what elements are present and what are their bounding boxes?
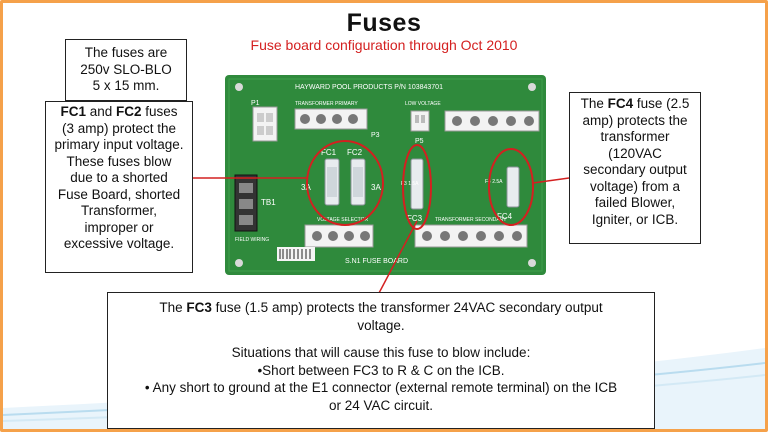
- fc1-fc2-line8: improper or: [84, 219, 154, 235]
- fc1-fc2-line5: due to a shorted: [70, 170, 168, 185]
- fc3-highlight-circle: [402, 144, 432, 230]
- board-p5: P5: [415, 138, 424, 145]
- fc-fuses: fuses: [141, 104, 178, 119]
- callout-lines: [193, 177, 570, 294]
- board-low-voltage: LOW VOLTAGE: [405, 101, 441, 107]
- fc3-line5: • Any short to ground at the E1 connecto…: [144, 380, 618, 395]
- fc4-line5: secondary output: [583, 162, 687, 177]
- board-3a-right: 3A: [371, 183, 381, 192]
- board-f4-rating: F4 2.5A: [485, 179, 503, 185]
- board-fc4: FC4: [497, 212, 513, 221]
- fc4-post: fuse (2.5: [633, 96, 690, 111]
- fc1-fc2-line6: Fuse Board, shorted: [57, 186, 181, 202]
- fc4-line6: voltage) from a: [589, 178, 681, 194]
- fc1-fc2-highlight-circle: [306, 140, 384, 226]
- fc4-line1: The FC4 fuse (2.5: [570, 96, 700, 113]
- board-voltage-selector: VOLTAGE SELECTOR: [317, 217, 369, 223]
- fc2-label: FC2: [116, 104, 142, 119]
- fc4-line4: (120VAC: [608, 145, 662, 161]
- board-name: S.N1 FUSE BOARD: [345, 258, 408, 265]
- board-transformer-primary: TRANSFORMER PRIMARY: [295, 101, 358, 107]
- fc4-line7: failed Blower,: [594, 195, 676, 210]
- fuse-board-image: HAYWARD POOL PRODUCTS P/N 103843701 TRAN…: [225, 75, 546, 275]
- fc4-line8: Igniter, or ICB.: [591, 211, 679, 227]
- fc1-fc2-line1: FC1 and FC2 fuses: [46, 104, 192, 121]
- fc4-pre: The: [580, 96, 608, 111]
- fc4-box: The FC4 fuse (2.5 amp) protects the tran…: [569, 92, 701, 244]
- board-f3-rating: F3 1.5A: [401, 181, 419, 187]
- board-field-wiring: FIELD WIRING: [235, 237, 269, 243]
- fc4-label: FC4: [607, 96, 634, 111]
- slide-subtitle: Fuse board configuration through Oct 201…: [250, 37, 518, 53]
- board-fc1: FC1: [321, 148, 337, 157]
- fc3-line4: •Short between FC3 to R & C on the ICB.: [257, 362, 505, 378]
- board-fc3: FC3: [407, 214, 423, 223]
- fc3-pre: The: [159, 300, 187, 315]
- fuse-spec-line3: 5 x 15 mm.: [92, 78, 160, 93]
- fc3-line1: The FC3 fuse (1.5 amp) protects the tran…: [108, 299, 654, 317]
- fuse-spec-line2: 250v SLO-BLO: [80, 61, 172, 77]
- fc1-label: FC1: [60, 104, 86, 119]
- fc1-fc2-box: FC1 and FC2 fuses (3 amp) protect the pr…: [45, 101, 193, 273]
- board-tb1: TB1: [261, 198, 276, 207]
- fuse-spec-box: The fuses are 250v SLO-BLO 5 x 15 mm.: [65, 39, 187, 101]
- fc3-line2: voltage.: [357, 317, 405, 333]
- fc1-fc2-line9: excessive voltage.: [63, 236, 175, 251]
- fuse-spec-line1: The fuses are: [84, 45, 168, 60]
- fc1-fc2-line2: (3 amp) protect the: [61, 120, 177, 136]
- fc1-fc2-line4: These fuses blow: [66, 153, 172, 169]
- board-p1: P1: [251, 100, 260, 107]
- fc3-box: The FC3 fuse (1.5 amp) protects the tran…: [107, 292, 655, 429]
- fc3-line3: Situations that will cause this fuse to …: [231, 345, 531, 360]
- fc3-label: FC3: [186, 300, 212, 315]
- board-fc2: FC2: [347, 148, 363, 157]
- fc4-line2: amp) protects the: [582, 112, 688, 128]
- fc3-line6: or 24 VAC circuit.: [328, 397, 434, 413]
- fc1-fc2-line7: Transformer,: [80, 203, 158, 218]
- fc4-line3: transformer: [600, 129, 670, 144]
- fc1-fc2-line3: primary input voltage.: [54, 137, 184, 152]
- board-p3: P3: [371, 132, 380, 139]
- fc-and: and: [85, 104, 116, 119]
- fc4-highlight-circle: [488, 148, 534, 226]
- board-transformer-secondary: TRANSFORMER SECONDARY: [435, 217, 507, 223]
- board-header: HAYWARD POOL PRODUCTS P/N 103843701: [295, 84, 443, 91]
- slide-title: Fuses: [346, 9, 422, 37]
- fc3-post: fuse (1.5 amp) protects the transformer …: [211, 300, 603, 315]
